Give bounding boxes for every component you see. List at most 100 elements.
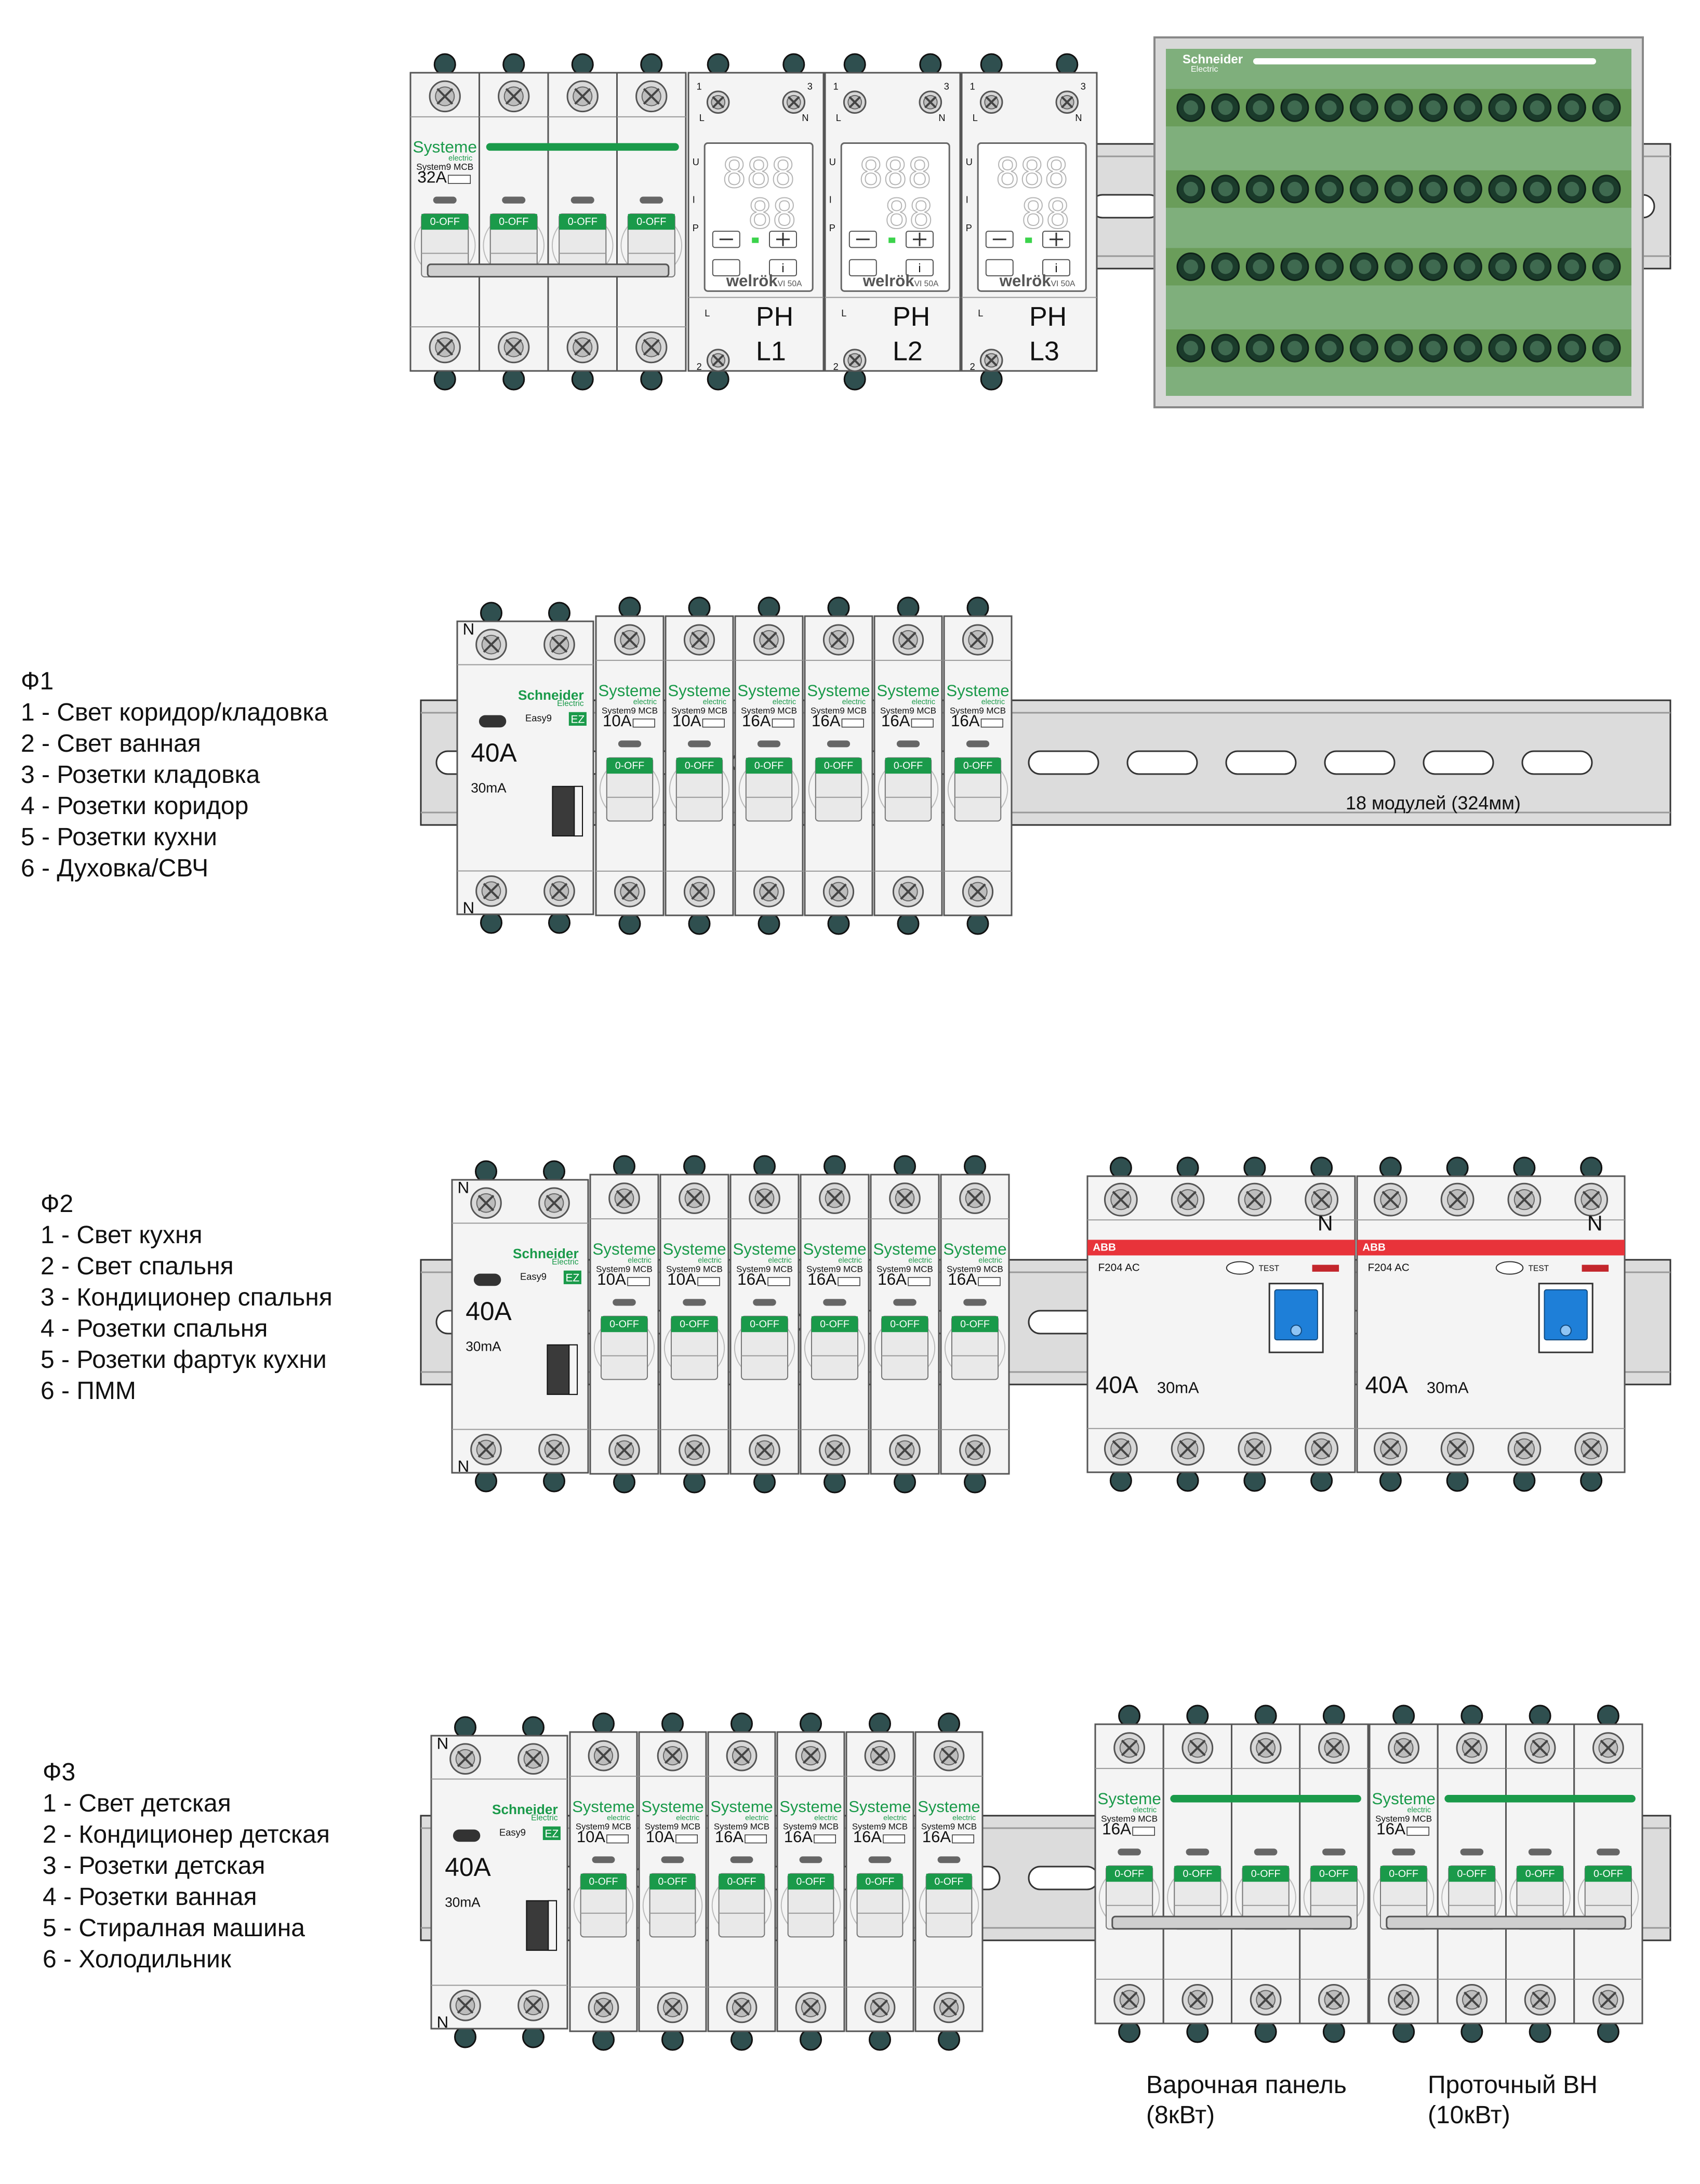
relay-status-led bbox=[1025, 237, 1032, 243]
screw-slot bbox=[826, 1442, 843, 1459]
terminal-screw bbox=[614, 624, 646, 656]
relay-side-label: I bbox=[693, 195, 695, 205]
mcb-rating: 16A bbox=[737, 1270, 766, 1288]
mcb-off-flag bbox=[1310, 1866, 1357, 1882]
relay-info-button bbox=[906, 259, 934, 276]
terminal-connector bbox=[1446, 1469, 1469, 1492]
terminal-screw bbox=[706, 349, 730, 372]
mcb-brand: Systeme bbox=[1372, 1789, 1436, 1808]
terminal-connector bbox=[827, 596, 850, 619]
mcb-brand: Systeme bbox=[779, 1797, 842, 1816]
mcb-class-box bbox=[883, 1834, 905, 1844]
screw-slot bbox=[985, 354, 998, 367]
mcb-module: 0-OFF bbox=[616, 53, 687, 391]
screw-slot bbox=[1189, 1991, 1206, 2008]
terminal-connector bbox=[1310, 1156, 1333, 1179]
screw-slot bbox=[969, 883, 986, 900]
terminal-screw-inner bbox=[1495, 341, 1510, 356]
mcb-class-box bbox=[702, 718, 725, 728]
terminal-screw-inner bbox=[1253, 100, 1268, 115]
terminal-screw bbox=[1524, 1984, 1556, 2016]
terminal-screw bbox=[614, 876, 646, 908]
terminal-screw bbox=[753, 876, 785, 908]
relay-phase-label: L2 bbox=[893, 337, 923, 367]
rcbo-brand: Schneider bbox=[492, 1802, 558, 1817]
mcb-brand: Systeme bbox=[413, 138, 477, 156]
relay-pin-label: N bbox=[938, 113, 945, 123]
rcbo-body bbox=[456, 620, 594, 915]
terminal-connector bbox=[919, 53, 942, 76]
relay-pin-label: L bbox=[705, 308, 710, 318]
terminal-screw-inner bbox=[1426, 341, 1441, 356]
terminal-connector bbox=[683, 1471, 706, 1494]
screw-slot bbox=[1382, 1440, 1400, 1458]
terminal-screw-inner bbox=[1287, 181, 1302, 196]
screw-slot bbox=[621, 631, 638, 648]
mcb-rating: 16A bbox=[951, 712, 980, 730]
mcb-rating: 16A bbox=[878, 1270, 907, 1288]
relay-info-button bbox=[1042, 259, 1070, 276]
relay-display-digits: 88 bbox=[748, 191, 796, 238]
mcb-off-label: 0-OFF bbox=[963, 760, 992, 771]
terminal-connector bbox=[592, 1712, 615, 1735]
terminal-screw bbox=[819, 1434, 851, 1466]
screw-slot bbox=[1449, 1191, 1466, 1209]
terminal-screw bbox=[1440, 1432, 1475, 1466]
mcb-off-flag bbox=[815, 757, 862, 774]
mcb-rating: 16A bbox=[715, 1828, 743, 1846]
din-rail-slot bbox=[1028, 1866, 1099, 1890]
terminal-connector bbox=[480, 911, 502, 934]
terminal-screw-inner bbox=[1253, 341, 1268, 356]
terminal-screw bbox=[543, 875, 575, 907]
mcb-brand: Systeme bbox=[710, 1797, 773, 1816]
screw-slot bbox=[1179, 1440, 1197, 1458]
relay-side-label: I bbox=[966, 195, 968, 205]
terminal-screw bbox=[517, 1743, 549, 1775]
relay-brand: welrök bbox=[726, 272, 778, 290]
screw-slot bbox=[1257, 1739, 1274, 1756]
terminal-screw bbox=[843, 90, 867, 114]
screw-slot bbox=[616, 1190, 633, 1207]
terminal-screw bbox=[1181, 1984, 1214, 2016]
mcb-indicator bbox=[640, 196, 663, 204]
terminal-screw bbox=[726, 1992, 758, 2023]
terminal-connector bbox=[543, 1470, 565, 1493]
mcb-class-box bbox=[632, 718, 655, 728]
screw-slot bbox=[691, 883, 708, 900]
terminal-screw bbox=[1181, 1732, 1214, 1764]
relay-status-led bbox=[888, 237, 896, 243]
relay-pin-label: 1 bbox=[697, 81, 702, 91]
terminal-connector bbox=[1597, 2020, 1619, 2043]
screw-slot bbox=[1325, 1739, 1343, 1756]
terminal-screw bbox=[1592, 1732, 1624, 1764]
mcb-class-box bbox=[838, 1277, 860, 1286]
mcb-model: System9 MCB bbox=[1375, 1814, 1432, 1824]
screw-slot bbox=[940, 1747, 958, 1764]
din-rail-slot bbox=[1521, 750, 1593, 775]
mcb-off-label: 0-OFF bbox=[960, 1319, 990, 1330]
terminal-screw bbox=[822, 624, 855, 656]
mcb-brand: Systeme bbox=[662, 1240, 726, 1258]
terminal-connector bbox=[592, 2028, 615, 2051]
terminal-screw-inner bbox=[1184, 100, 1198, 115]
mcb-class-box bbox=[606, 1834, 629, 1844]
rcd-sensitivity: 30mA bbox=[1157, 1378, 1199, 1396]
terminal-screw-inner bbox=[1322, 341, 1337, 356]
mcb-class-box bbox=[767, 1277, 790, 1286]
mcb-off-label: 0-OFF bbox=[824, 760, 853, 771]
terminal-screw bbox=[1507, 1182, 1542, 1217]
terminal-screw-inner bbox=[1184, 181, 1198, 196]
terminal-connector bbox=[1597, 1704, 1619, 1727]
rcbo-series: Easy9 bbox=[520, 1271, 547, 1282]
terminal-screw bbox=[449, 1989, 481, 2021]
terminal-screw-inner bbox=[1460, 341, 1476, 356]
mcb-model: System9 MCB bbox=[783, 1822, 839, 1832]
mcb-indicator bbox=[757, 740, 781, 748]
mcb-off-flag bbox=[954, 757, 1001, 774]
terminal-screw bbox=[475, 875, 507, 907]
